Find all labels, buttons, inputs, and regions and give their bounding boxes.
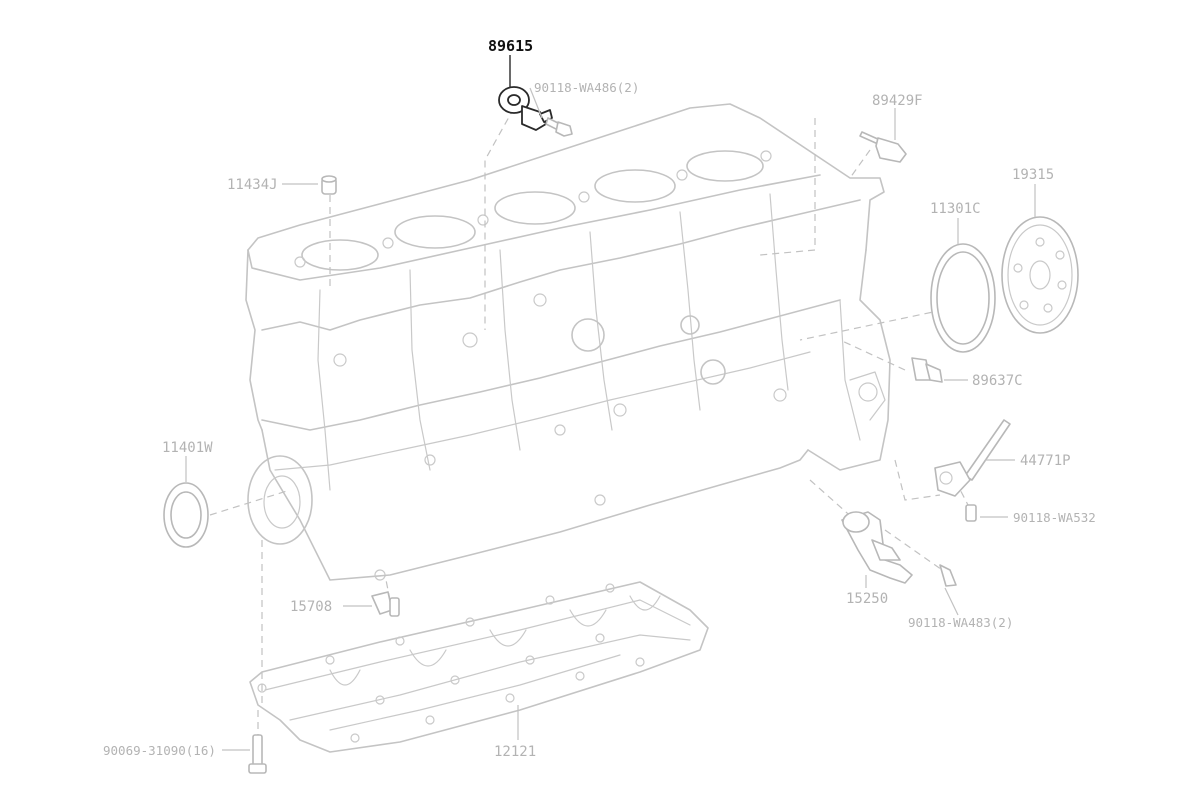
part-labels: 89615 90118-WA486(2) 89429F 11434J 19315… xyxy=(103,37,1096,760)
label-90118-wa486[interactable]: 90118-WA486(2) xyxy=(534,80,639,95)
sensor-89429f xyxy=(859,131,907,163)
plate-19315 xyxy=(1001,216,1079,334)
pipe-44771p xyxy=(934,419,1011,497)
label-11301c[interactable]: 11301C xyxy=(930,201,981,217)
oil-pan-12121 xyxy=(249,581,709,753)
label-90118-wa532[interactable]: 90118-WA532 xyxy=(1013,510,1096,525)
assembly-lines xyxy=(209,107,991,740)
oil-seal-11301c xyxy=(930,243,996,353)
oil-seal-11401w xyxy=(163,482,209,548)
label-12121[interactable]: 12121 xyxy=(494,744,536,760)
label-19315[interactable]: 19315 xyxy=(1012,167,1054,183)
bolt-90069-31090 xyxy=(248,734,267,774)
label-44771p[interactable]: 44771P xyxy=(1020,453,1071,469)
label-15250[interactable]: 15250 xyxy=(846,591,888,607)
bolt-90118-wa483 xyxy=(939,564,957,587)
sensor-89637c xyxy=(911,357,943,383)
cylinder-block xyxy=(245,103,891,581)
label-90069-31090[interactable]: 90069-31090(16) xyxy=(103,743,216,758)
label-89429f[interactable]: 89429F xyxy=(872,93,923,109)
label-89615[interactable]: 89615 xyxy=(488,37,533,55)
label-11401w[interactable]: 11401W xyxy=(162,440,213,456)
nozzle-15708 xyxy=(371,591,400,617)
bolt-90118-wa532 xyxy=(965,504,977,522)
label-90118-wa483[interactable]: 90118-WA483(2) xyxy=(908,615,1013,630)
bracket-15250 xyxy=(841,511,913,584)
bolt-90118-wa486 xyxy=(545,117,573,137)
plug-11434j xyxy=(321,175,337,195)
label-11434j[interactable]: 11434J xyxy=(227,177,278,193)
label-15708[interactable]: 15708 xyxy=(290,599,332,615)
leader-lines xyxy=(185,55,1036,751)
label-89637c[interactable]: 89637C xyxy=(972,373,1023,389)
